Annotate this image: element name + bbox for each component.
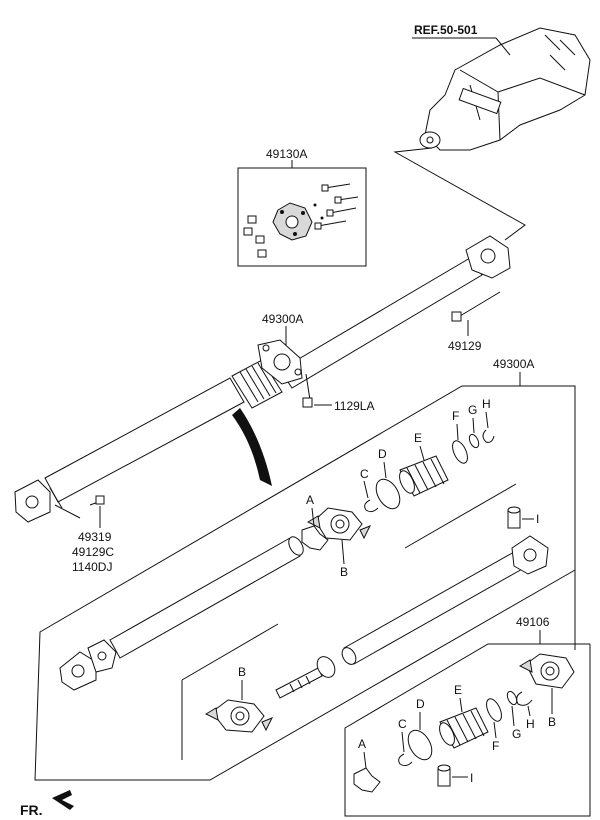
washer-part-g-joint-kit [506,690,518,706]
front-direction-label: FR. [20,802,43,818]
letter-f-joint-kit: F [492,739,499,753]
boot-part-e [399,455,449,497]
letter-e-upper: E [414,431,422,445]
letter-c-joint-kit: C [398,717,407,731]
callout-coupling-kit: 49130A [266,147,307,161]
callout-shaft-assy-upper: 49300A [262,312,303,326]
callout-rear-parts-2: 49129C [72,545,114,559]
transmission-link-line [393,147,526,241]
letter-i-upper: I [536,512,539,526]
kit-shaft-front [341,535,549,665]
clip-part-h-joint-kit [516,691,533,706]
letter-b-joint-kit: B [548,715,556,729]
letter-h-joint-kit: H [526,717,535,731]
band-part-f-joint-kit [486,698,502,722]
bolt-center-bearing: 1129LA [302,373,374,413]
washer-part-g [468,433,480,449]
letter-h-upper: H [482,397,491,411]
exploded-view-arrow [232,408,272,486]
letter-e-joint-kit: E [454,683,462,697]
callout-joint-kit: 49106 [516,615,550,629]
rubber-flange-part-a-joint-kit [353,767,381,793]
rubber-flange-part-a [301,525,329,551]
center-bearing-joint-kit [518,653,575,689]
cap-part-i-joint-kit [437,764,468,787]
stub-shaft [275,656,336,699]
snap-ring-part-c [364,499,379,513]
reference-label: REF.50-501 [414,23,478,37]
boot-band-part-d [375,478,401,510]
kit-guide-line-2 [404,483,517,549]
callout-bolt-center-bearing: 1129LA [334,399,374,413]
snap-ring-part-c-joint-kit [398,753,413,767]
letter-a-upper: A [306,493,314,507]
shaft-kit-box: 49300A [34,357,576,781]
transmission-housing [419,27,591,151]
clip-part-h [482,429,495,443]
letter-c-upper: C [360,467,369,481]
kit-guide-line-1 [181,623,279,681]
joint-kit-box: 49106 [344,615,591,817]
rear-bolt-group: 49319 49129C 1140DJ [54,495,114,574]
letter-i-joint-kit: I [470,771,473,785]
boot-band-part-d-joint-kit [407,729,433,761]
front-direction-indicator: FR. [20,790,74,818]
callout-bolt-front: 49129 [448,339,482,353]
letter-f-upper: F [452,409,459,423]
front-arrow-icon [52,790,74,810]
propeller-shaft-upper [14,235,511,523]
callout-rear-parts-3: 1140DJ [72,560,112,574]
center-bearing-kit-upper [306,507,372,541]
letter-b-lower-left: B [238,665,246,679]
letter-a-joint-kit: A [358,737,366,751]
kit-shaft-rear [59,536,304,691]
letter-b-upper: B [340,565,348,579]
bolt-front: 49129 [448,291,501,353]
band-part-f [452,440,468,464]
cap-part-i [507,506,534,529]
coupling-kit-box: 49130A [237,147,367,267]
reference-callout: REF.50-501 [412,23,511,56]
letter-d-joint-kit: D [416,697,425,711]
letter-g-upper: G [468,403,477,417]
callout-shaft-assy-kit: 49300A [493,357,534,371]
letter-d-upper: D [378,447,387,461]
boot-part-e-joint-kit [439,707,489,749]
callout-rear-parts-1: 49319 [78,530,112,544]
center-bearing-kit-lower [204,699,274,733]
letter-g-joint-kit: G [512,727,521,741]
